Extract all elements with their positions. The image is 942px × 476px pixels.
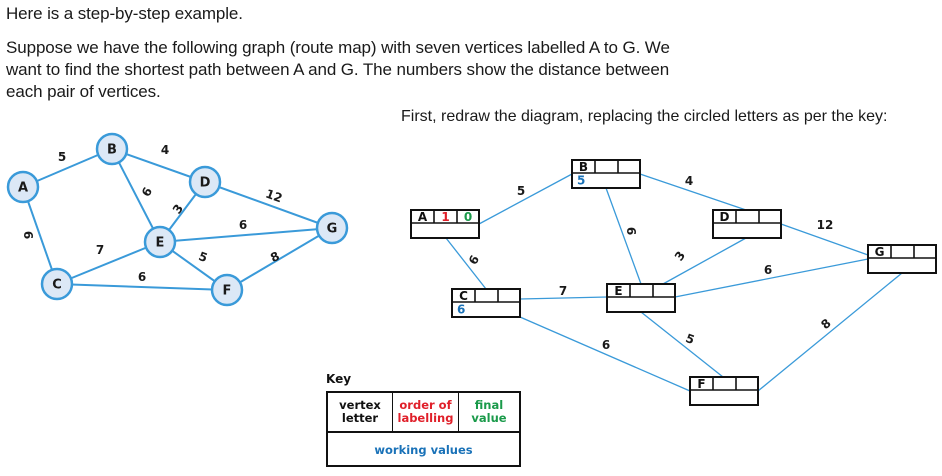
vertex-box-f: F [689, 376, 759, 406]
box-edge-weight-a-c: 6 [466, 253, 482, 267]
edge-e-g [159, 227, 333, 243]
box-outline [712, 209, 782, 239]
vertex-label-a: A [18, 181, 28, 196]
box-edge-weight-c-e: 7 [559, 284, 567, 298]
box-edge-weight-c-f: 6 [602, 338, 610, 352]
box-edge-c-e [519, 296, 608, 300]
box-edge-weight-d-e: 3 [672, 249, 688, 264]
box-order: 1 [441, 210, 449, 224]
box-edge-weight-a-b: 5 [517, 184, 525, 198]
vertex-box-e: E [606, 283, 676, 313]
key-final-value: final value [471, 398, 507, 425]
box-outline [571, 159, 641, 189]
vertex-box-b: B5 [571, 159, 641, 189]
box-working-values: 5 [577, 174, 585, 188]
edge-weight-e-g: 6 [239, 218, 247, 232]
edge-weight-b-e: 6 [139, 185, 155, 199]
box-edge-weight-b-e: 6 [624, 227, 638, 235]
box-edge-weight-e-f: 5 [684, 331, 697, 347]
box-letter: B [579, 160, 588, 174]
edge-weight-d-g: 12 [264, 187, 284, 206]
vertex-a [6, 170, 40, 204]
box-letter: D [720, 210, 730, 224]
edge-weight-e-f: 5 [197, 249, 210, 265]
box-letter: F [697, 377, 705, 391]
edge-weight-d-e: 3 [170, 202, 186, 217]
box-outline [867, 244, 937, 274]
vertex-b [95, 132, 129, 166]
edge-b-d [111, 148, 206, 183]
vertex-label-d: D [200, 176, 211, 191]
vertex-label-c: C [52, 278, 62, 293]
box-edge-b-e [605, 187, 642, 285]
vertex-label-b: B [107, 143, 117, 158]
box-edge-c-f [519, 316, 691, 392]
box-working-values: 6 [457, 303, 465, 317]
key-working-values: working values [374, 443, 473, 457]
box-edge-d-e [662, 237, 747, 285]
edge-f-g [226, 227, 333, 291]
vertex-label-f: F [223, 284, 232, 299]
description-text: Suppose we have the following graph (rou… [6, 38, 670, 101]
edge-weight-a-c: 6 [21, 231, 35, 239]
vertex-box-g: G [867, 244, 937, 274]
box-outline [410, 209, 480, 239]
box-edge-e-f [640, 311, 724, 378]
key-title: Key [326, 372, 352, 386]
vertex-label-g: G [327, 222, 338, 237]
box-edge-e-g [674, 258, 869, 298]
box-edge-weight-f-g: 8 [818, 316, 833, 332]
vertex-label-e: E [156, 236, 165, 251]
box-edge-f-g [757, 272, 903, 392]
key-order-of-labelling: order of labelling [393, 393, 459, 431]
box-edge-b-d [639, 173, 747, 211]
box-outline [606, 283, 676, 313]
box-edge-weight-e-g: 6 [764, 263, 772, 277]
box-letter: C [459, 289, 468, 303]
edge-weight-a-b: 5 [58, 150, 66, 164]
edge-weight-f-g: 8 [268, 249, 281, 265]
box-edge-a-b [478, 173, 573, 225]
instruction-text: First, redraw the diagram, replacing the… [401, 108, 888, 125]
vertex-g [315, 211, 349, 245]
edge-c-e [56, 241, 161, 285]
box-letter: G [875, 245, 885, 259]
box-edge-d-g [780, 223, 869, 256]
box-outline [689, 376, 759, 406]
box-letter: A [418, 210, 428, 224]
vertex-box-d: D [712, 209, 782, 239]
box-edge-a-c [445, 237, 487, 290]
vertex-box-c: C6 [451, 288, 521, 318]
edge-weight-c-e: 7 [96, 243, 104, 257]
edge-a-c [22, 186, 58, 285]
edge-d-g [204, 181, 333, 229]
vertex-c [40, 267, 74, 301]
edge-b-e [111, 148, 161, 243]
box-edge-weight-b-d: 4 [685, 174, 693, 188]
vertex-e [143, 225, 177, 259]
box-letter: E [614, 284, 622, 298]
vertex-f [210, 273, 244, 307]
vertex-d [188, 165, 222, 199]
edge-c-f [56, 283, 228, 291]
key-vertex-letter: vertex letter [328, 393, 393, 431]
edge-weight-c-f: 6 [138, 270, 146, 284]
box-outline [451, 288, 521, 318]
intro-text: Here is a step-by-step example. [6, 4, 243, 23]
box-final-value: 0 [464, 210, 472, 224]
edge-weight-b-d: 4 [161, 143, 169, 157]
key-table: vertex letter order of labelling final v… [326, 391, 521, 467]
box-edge-weight-d-g: 12 [817, 218, 834, 232]
